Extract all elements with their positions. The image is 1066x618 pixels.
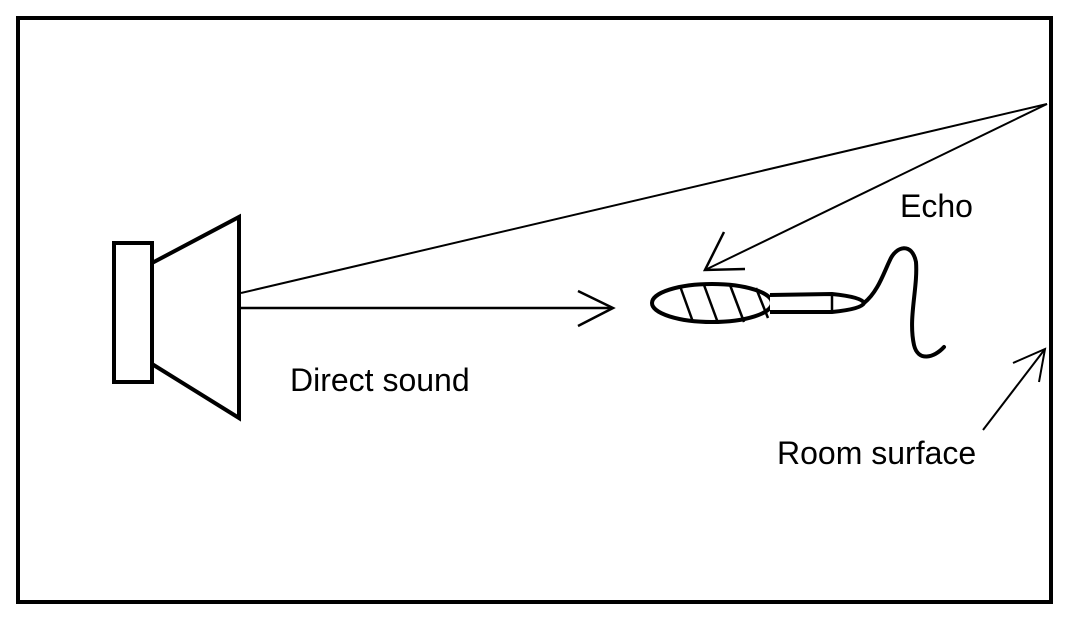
loudspeaker-icon [112, 213, 241, 422]
microphone-handle [769, 291, 867, 314]
echo-label: Echo [900, 188, 973, 224]
microphone-icon [650, 246, 946, 359]
microphone-cable [862, 246, 946, 359]
direct-sound-label: Direct sound [290, 362, 470, 398]
ray-to-wall [240, 103, 1048, 294]
speaker-cone [150, 213, 241, 422]
direct-sound-ray [241, 289, 616, 328]
room-surface-label: Room surface [777, 435, 977, 471]
speaker-magnet [112, 241, 154, 384]
echo-ray [702, 103, 1048, 272]
microphone-head [650, 282, 774, 324]
room-boundary [16, 16, 1053, 604]
room-surface-pointer [982, 347, 1047, 431]
